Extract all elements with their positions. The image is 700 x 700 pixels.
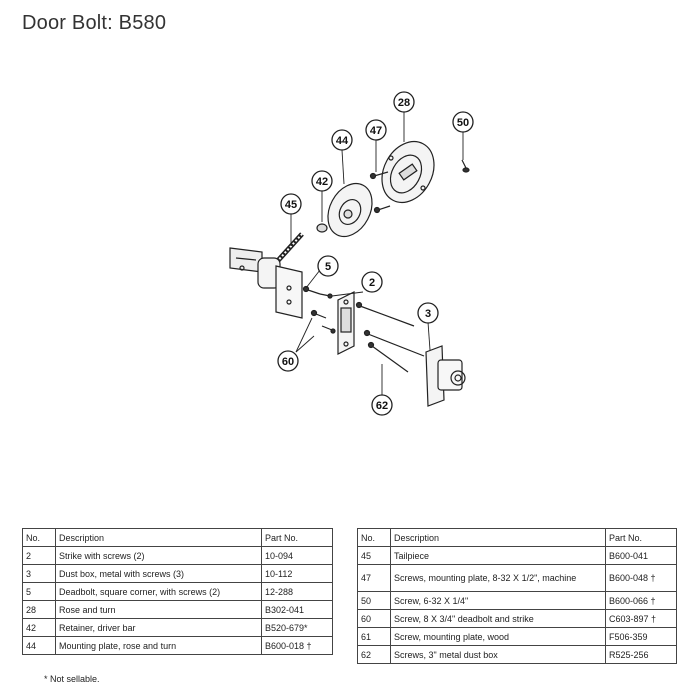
exploded-parts-diagram: 28 50 47 44 42 45 5 2 3 60 62 — [229, 91, 474, 416]
svg-text:28: 28 — [398, 97, 410, 109]
callout-5: 5 — [317, 255, 339, 277]
cell-description: Rose and turn — [55, 600, 262, 619]
cell-no: 44 — [22, 636, 56, 655]
cell-no: 28 — [22, 600, 56, 619]
callout-3: 3 — [417, 302, 439, 324]
cell-no: 2 — [22, 546, 56, 565]
cell-part-no: C603-897 † — [605, 609, 677, 628]
cell-no: 47 — [357, 564, 391, 592]
cell-description: Screws, mounting plate, 8-32 X 1/2", mac… — [390, 564, 606, 592]
rose-and-turn-part — [381, 140, 435, 204]
retainer-part — [316, 223, 328, 233]
footnote: * Not sellable. — [44, 674, 100, 684]
svg-text:5: 5 — [325, 261, 331, 273]
cell-no: 61 — [357, 627, 391, 646]
mounting-plate-part — [327, 182, 373, 238]
header-description: Description — [55, 528, 262, 547]
header-part-no: Part No. — [605, 528, 677, 547]
cell-no: 60 — [357, 609, 391, 628]
cell-part-no: 10-094 — [261, 546, 333, 565]
svg-text:42: 42 — [316, 176, 328, 188]
cell-description: Strike with screws (2) — [55, 546, 262, 565]
callout-50: 50 — [452, 111, 474, 133]
screw-62-part — [355, 301, 425, 373]
callout-44: 44 — [331, 129, 353, 151]
dust-box-part — [425, 345, 466, 407]
callout-28: 28 — [393, 91, 415, 113]
cell-no: 50 — [357, 591, 391, 610]
svg-text:47: 47 — [370, 125, 382, 137]
svg-text:50: 50 — [457, 117, 469, 129]
callout-2: 2 — [361, 271, 383, 293]
svg-text:3: 3 — [425, 308, 431, 320]
cell-description: Screw, 8 X 3/4" deadbolt and strike — [390, 609, 606, 628]
cell-no: 45 — [357, 546, 391, 565]
cell-no: 62 — [357, 645, 391, 664]
cell-no: 3 — [22, 564, 56, 583]
cell-description: Deadbolt, square corner, with screws (2) — [55, 582, 262, 601]
cell-part-no: B302-041 — [261, 600, 333, 619]
cell-description: Screw, mounting plate, wood — [390, 627, 606, 646]
cell-part-no: F506-359 — [605, 627, 677, 646]
cell-description: Screws, 3" metal dust box — [390, 645, 606, 664]
cell-part-no: B600-066 † — [605, 591, 677, 610]
header-no: No. — [357, 528, 391, 547]
cell-part-no: 10-112 — [261, 564, 333, 583]
strike-part — [337, 291, 355, 355]
cell-description: Tailpiece — [390, 546, 606, 565]
cell-no: 42 — [22, 618, 56, 637]
cell-description: Screw, 6-32 X 1/4" — [390, 591, 606, 610]
callout-62: 62 — [371, 394, 393, 416]
callout-60: 60 — [277, 350, 299, 372]
cell-description: Retainer, driver bar — [55, 618, 262, 637]
svg-text:2: 2 — [369, 277, 375, 289]
header-part-no: Part No. — [261, 528, 333, 547]
svg-text:60: 60 — [282, 356, 294, 368]
screw-47-part — [369, 171, 391, 214]
header-no: No. — [22, 528, 56, 547]
screw-50-part — [461, 159, 470, 173]
callout-47: 47 — [365, 119, 387, 141]
page-title: Door Bolt: B580 — [22, 12, 167, 34]
cell-part-no: B600-048 † — [605, 564, 677, 592]
cell-part-no: B600-041 — [605, 546, 677, 565]
cell-description: Mounting plate, rose and turn — [55, 636, 262, 655]
cell-part-no: 12-288 — [261, 582, 333, 601]
table-header-row: No. Description Part No. — [357, 528, 677, 547]
cell-part-no: R525-256 — [605, 645, 677, 664]
svg-text:44: 44 — [336, 135, 349, 147]
deadbolt-part — [229, 247, 303, 319]
callout-42: 42 — [311, 170, 333, 192]
cell-no: 5 — [22, 582, 56, 601]
cell-part-no: B600-018 † — [261, 636, 333, 655]
svg-text:45: 45 — [285, 199, 297, 211]
callout-45: 45 — [280, 193, 302, 215]
cell-description: Dust box, metal with screws (3) — [55, 564, 262, 583]
header-description: Description — [390, 528, 606, 547]
table-header-row: No. Description Part No. — [22, 528, 333, 547]
svg-text:62: 62 — [376, 400, 388, 412]
cell-part-no: B520-679* — [261, 618, 333, 637]
